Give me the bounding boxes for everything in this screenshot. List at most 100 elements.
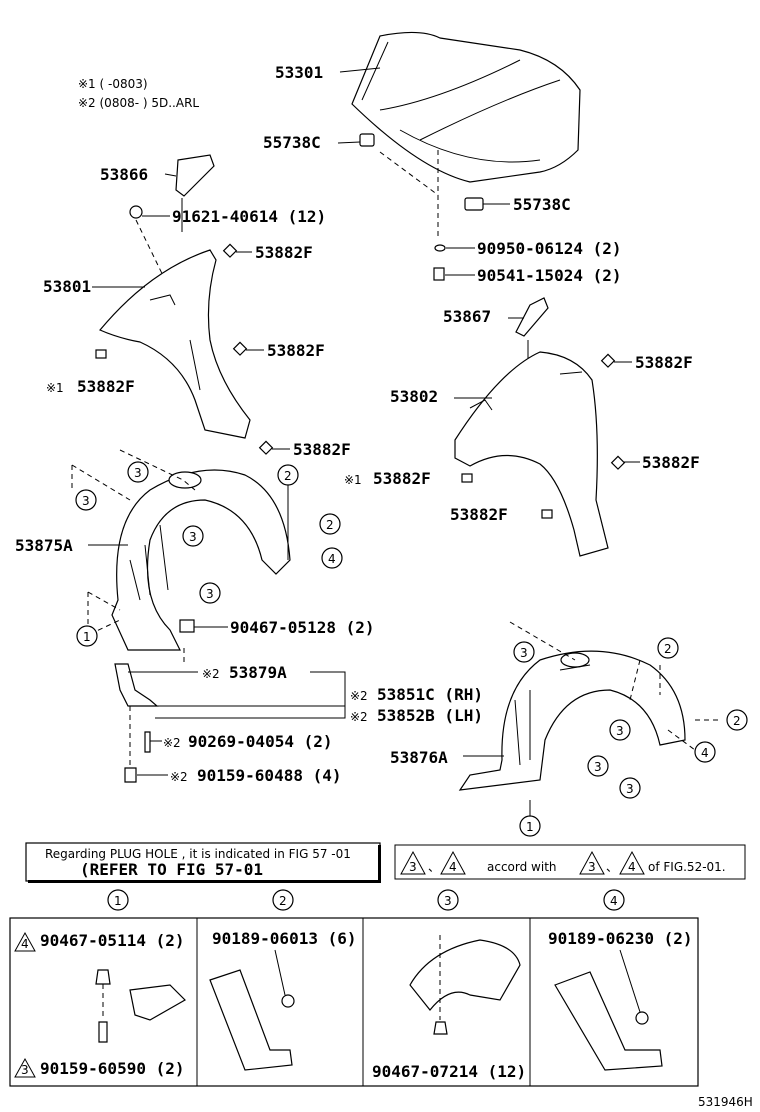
mark-53879a: ※2 (202, 667, 220, 681)
hood-cushion-right (464, 197, 484, 211)
label-53876a: 53876A (390, 748, 448, 767)
detail-3-bottom: 90467-07214 (12) (372, 1062, 526, 1081)
detail-1-bottom: 90159-60590 (2) (40, 1059, 185, 1078)
label-53802: 53802 (390, 387, 438, 406)
fender-bolt (129, 205, 143, 219)
svg-text:3: 3 (588, 860, 596, 874)
svg-text:1: 1 (114, 894, 122, 908)
label-90950: 90950-06124 (2) (477, 239, 622, 258)
label-90269: 90269-04054 (2) (188, 732, 333, 751)
clip-53882f-5 (600, 353, 616, 368)
svg-text:3: 3 (206, 587, 214, 601)
detail-headers: 1 2 3 4 (107, 889, 625, 911)
mark-53882f-7: ※1 (344, 473, 362, 487)
label-55738c-b: 55738C (513, 195, 571, 214)
clip-90467-05128 (179, 619, 195, 633)
label-90541: 90541-15024 (2) (477, 266, 622, 285)
label-53882f-2: 53882F (267, 341, 325, 360)
front-fender-left (99, 249, 251, 439)
svg-text:1: 1 (526, 820, 534, 834)
svg-text:4: 4 (328, 552, 336, 566)
svg-text:2: 2 (284, 469, 292, 483)
svg-text:3: 3 (21, 1063, 29, 1077)
label-53882f-3: 53882F (77, 377, 135, 396)
svg-text:4: 4 (610, 894, 618, 908)
label-90467-05128: 90467-05128 (2) (230, 618, 375, 637)
clip-53882f-1 (222, 243, 238, 258)
hood-bumper (433, 267, 445, 281)
callout-circles: 3 3 3 3 1 2 2 4 3 2 3 2 4 3 3 1 (75, 461, 748, 837)
screw-90269 (144, 731, 151, 753)
refer-box: Regarding PLUG HOLE , it is indicated in… (25, 842, 381, 883)
fender-liner-right (458, 650, 686, 791)
detail-2-top: 90189-06013 (6) (212, 929, 357, 948)
mark-53851c: ※2 (350, 689, 368, 703)
label-53801: 53801 (43, 277, 91, 296)
detail-1-top: 90467-05114 (2) (40, 931, 185, 950)
label-55738c-a: 55738C (263, 133, 321, 152)
clip-53882f-7 (461, 473, 473, 483)
mark-90269: ※2 (163, 736, 181, 750)
svg-text:accord with: accord with (487, 860, 557, 874)
label-91621: 91621-40614 (12) (172, 207, 326, 226)
detail-table: 4 90467-05114 (2) 3 90159-60590 (2) 9018… (9, 917, 699, 1087)
svg-text:3: 3 (520, 646, 528, 660)
svg-text:4: 4 (21, 937, 29, 951)
svg-text:3: 3 (189, 530, 197, 544)
refer-line-1: Regarding PLUG HOLE , it is indicated in… (45, 847, 351, 861)
svg-text:、: 、 (428, 860, 440, 874)
figure-id: 531946H (698, 1095, 753, 1109)
label-53882f-5: 53882F (635, 353, 693, 372)
note-2: ※2 (0808- ) 5D..ARL (78, 96, 199, 110)
svg-text:2: 2 (326, 518, 334, 532)
note-1: ※1 ( -0803) (78, 77, 148, 91)
svg-text:3: 3 (594, 760, 602, 774)
svg-text:3: 3 (616, 724, 624, 738)
fender-liner-left (111, 469, 291, 651)
label-53882f-8: 53882F (450, 505, 508, 524)
svg-text:1: 1 (83, 630, 91, 644)
bracket-53879a (114, 663, 159, 707)
clip-53882f-6 (610, 455, 626, 470)
label-53882f-7: 53882F (373, 469, 431, 488)
svg-text:2: 2 (733, 714, 741, 728)
svg-text:3: 3 (444, 894, 452, 908)
hood-panel (351, 31, 581, 183)
front-fender-right (454, 351, 609, 557)
fender-seal-53866 (175, 154, 215, 197)
fender-seal-53867 (515, 297, 549, 337)
svg-text:、: 、 (606, 860, 618, 874)
label-53882f-1: 53882F (255, 243, 313, 262)
bolt-90159-60488 (124, 767, 137, 783)
detail-4-top: 90189-06230 (2) (548, 929, 693, 948)
svg-text:4: 4 (701, 746, 709, 760)
label-53879a: 53879A (229, 663, 287, 682)
hood-cushion-left (359, 133, 375, 147)
svg-text:3: 3 (134, 466, 142, 480)
label-53866: 53866 (100, 165, 148, 184)
clip-53882f-2 (232, 341, 248, 356)
svg-text:3: 3 (409, 860, 417, 874)
label-53851c: 53851C (RH) (377, 685, 483, 704)
mark-90159-60488: ※2 (170, 770, 188, 784)
svg-text:of FIG.52-01.: of FIG.52-01. (648, 860, 726, 874)
clip-53882f-4 (258, 440, 274, 455)
svg-text:3: 3 (82, 494, 90, 508)
label-53882f-4: 53882F (293, 440, 351, 459)
label-90159-60488: 90159-60488 (4) (197, 766, 342, 785)
label-53882f-6: 53882F (642, 453, 700, 472)
svg-text:2: 2 (664, 642, 672, 656)
hood-washer (434, 244, 446, 252)
refer-line-2: (REFER TO FIG 57-01 (80, 860, 263, 879)
label-53852b: 53852B (LH) (377, 706, 483, 725)
accord-box: 3 、 4 accord with 3 、 4 of FIG.52-01. (394, 844, 746, 880)
label-53867: 53867 (443, 307, 491, 326)
label-53875a: 53875A (15, 536, 73, 555)
mark-53882f-3: ※1 (46, 381, 64, 395)
clip-53882f-3 (95, 349, 107, 359)
svg-text:3: 3 (626, 782, 634, 796)
svg-text:4: 4 (449, 860, 457, 874)
svg-text:4: 4 (628, 860, 636, 874)
svg-text:2: 2 (279, 894, 287, 908)
